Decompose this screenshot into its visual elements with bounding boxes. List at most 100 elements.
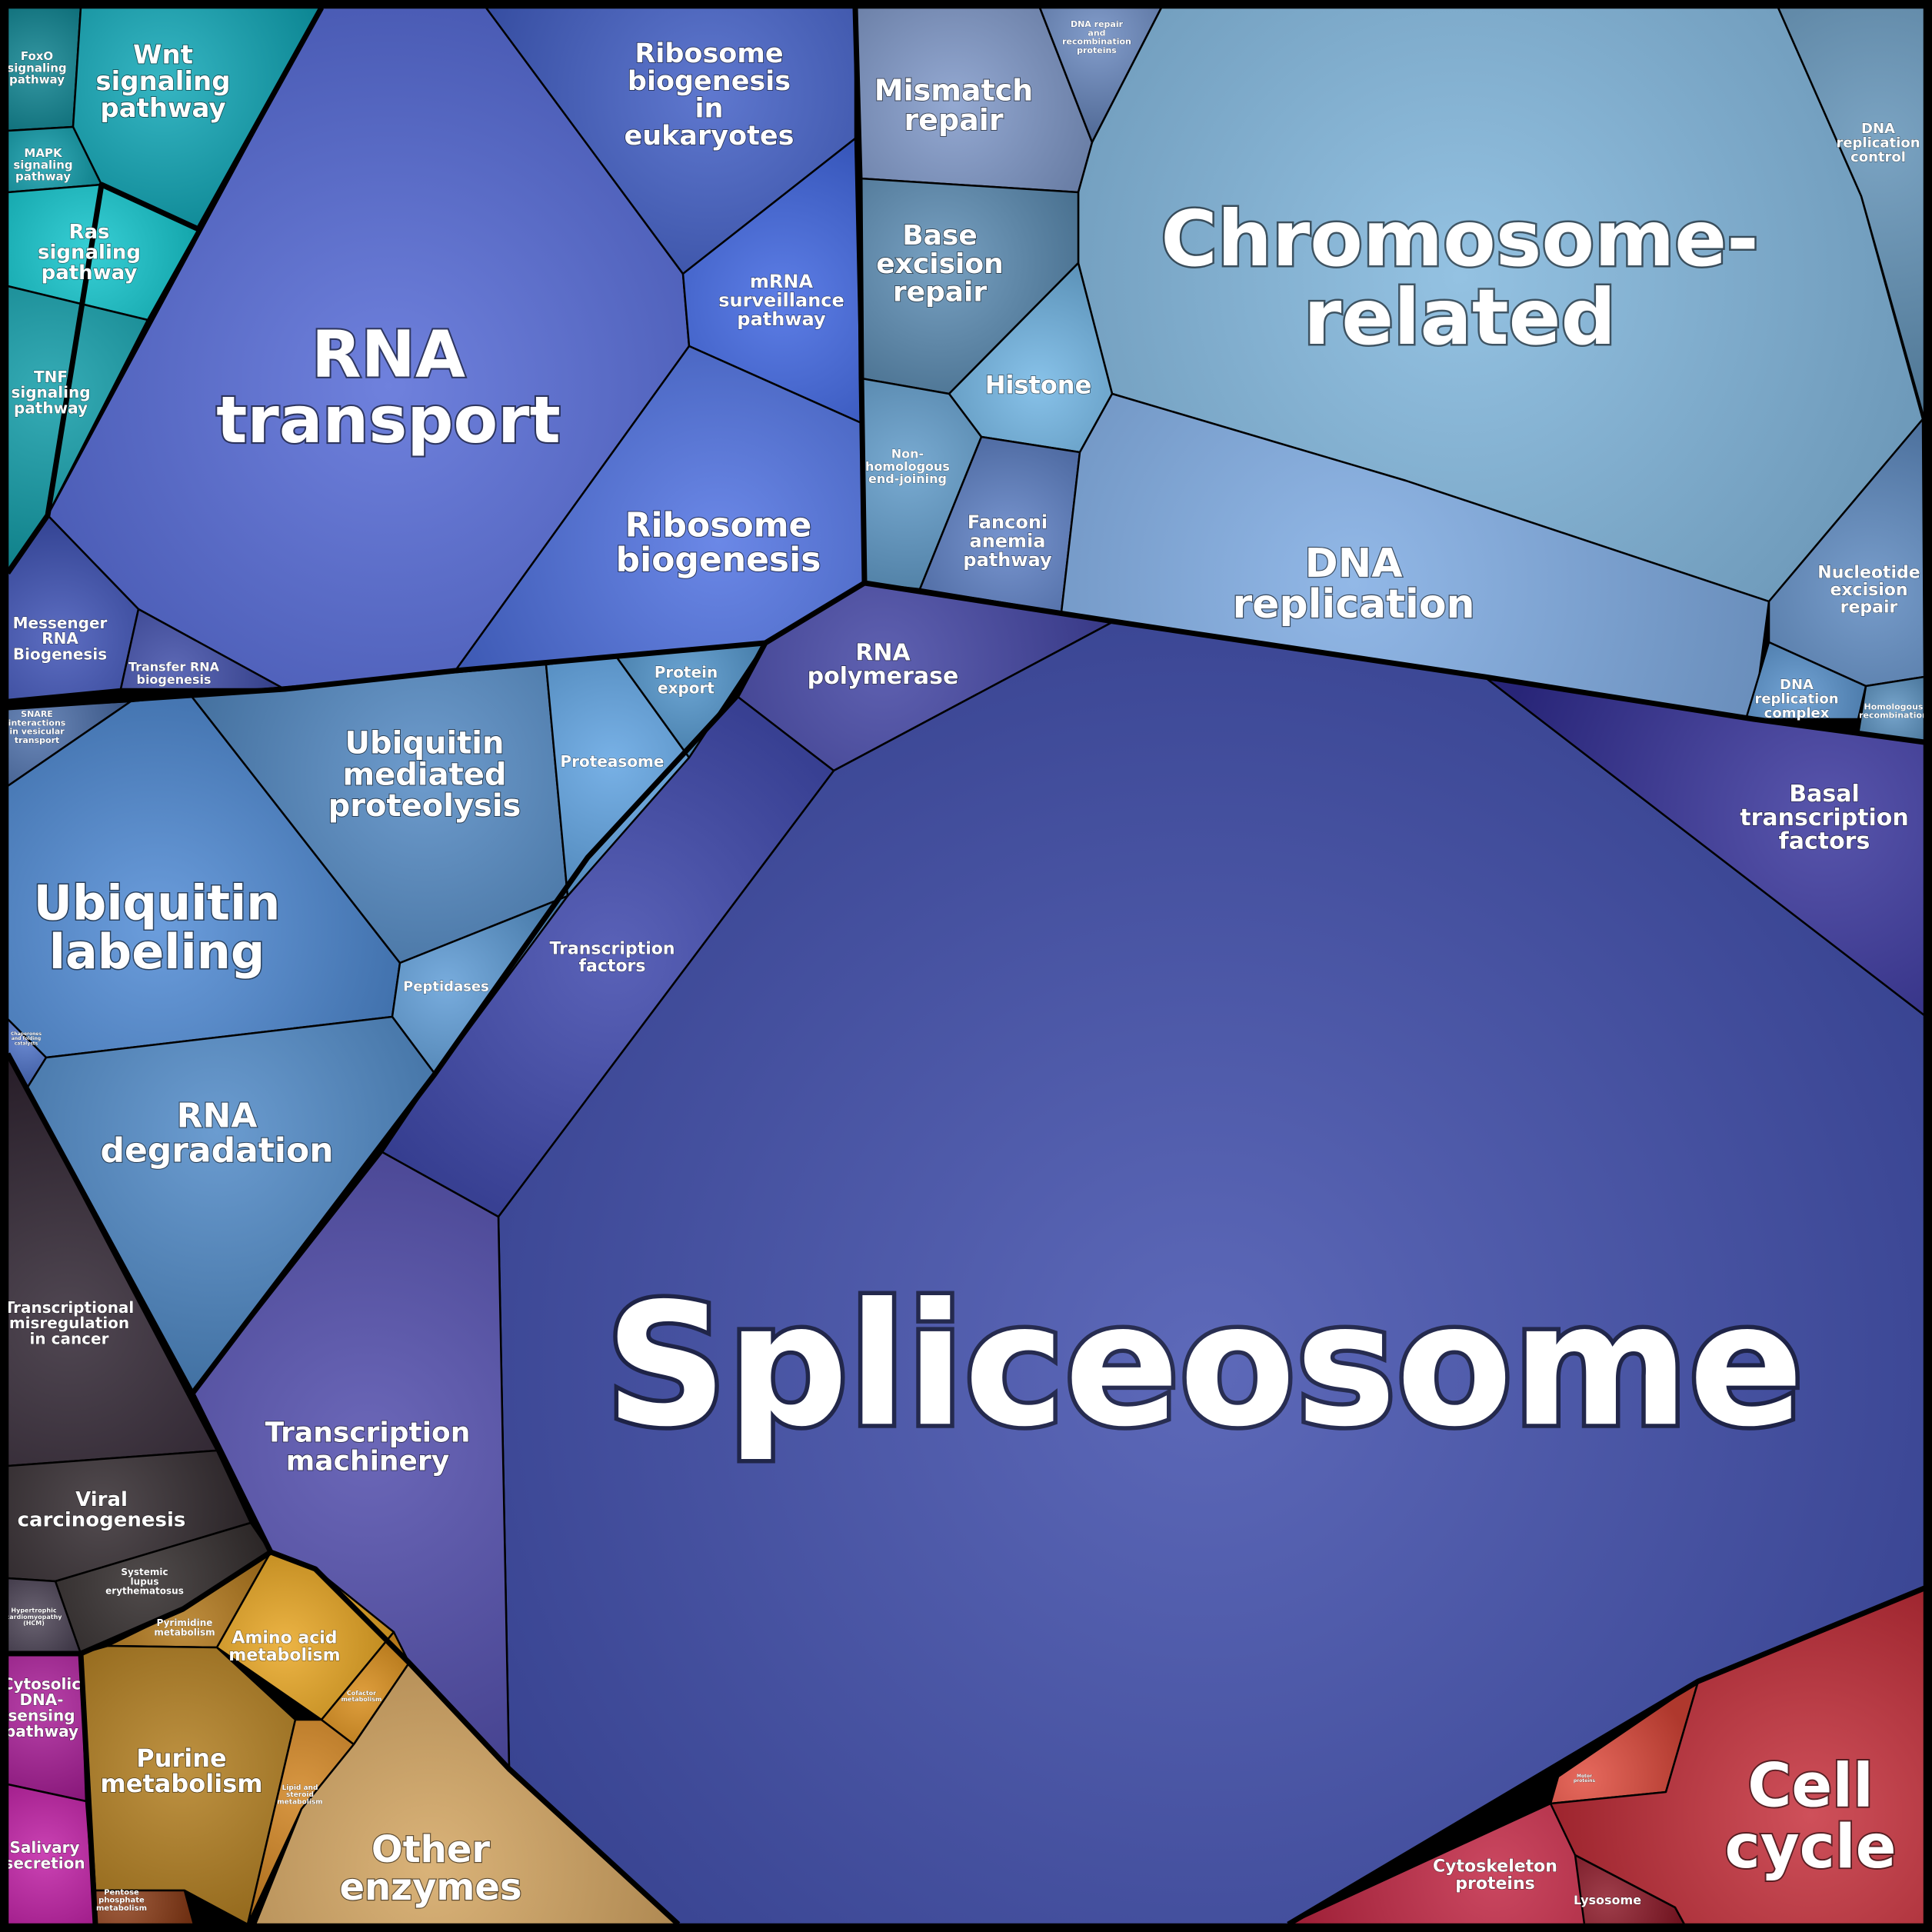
label-line: Chromosome- (1161, 194, 1758, 284)
label-line: polymerase (808, 663, 959, 690)
label-line: Mismatch (874, 73, 1033, 107)
group-border (7, 7, 868, 711)
label-line: Protein (655, 663, 718, 681)
label-line: and (1088, 28, 1105, 38)
label-line: FoxO (21, 49, 53, 63)
label-line: cycle (1725, 1813, 1897, 1882)
label-line: DNA (1861, 121, 1895, 137)
label-spliceosome: Spliceosome (605, 1267, 1804, 1464)
label-line: metabolism (228, 1646, 340, 1665)
label-line: Messenger (13, 614, 108, 632)
label-line: repair (904, 103, 1003, 137)
label-line: pathway (9, 73, 65, 87)
label-line: in vesicular (9, 727, 65, 737)
label-line: Base (902, 220, 978, 251)
label-line: machinery (286, 1445, 449, 1477)
label-line: factors (578, 957, 645, 976)
label-line: signaling (95, 66, 230, 97)
label-line: sensing (8, 1706, 75, 1724)
group-border (5, 6, 325, 575)
label-line: TNF (34, 368, 68, 386)
label-line: factors (1779, 828, 1870, 854)
label-line: eukaryotes (625, 121, 794, 152)
label-line: pathway (15, 170, 71, 184)
label-line: pathway (42, 261, 138, 285)
label-line: proteins (1574, 1778, 1596, 1784)
label-line: RNA (311, 316, 465, 391)
label-line: Lysosome (1574, 1893, 1641, 1907)
label-line: homologous (865, 459, 950, 474)
label-line: Peptidases (403, 978, 489, 994)
cell-layer (6, 6, 1926, 1926)
label-line: DNA- (19, 1690, 63, 1709)
label-line: steroid (286, 1791, 314, 1799)
label-line: Viral (75, 1488, 128, 1511)
label-line: Transcriptional (5, 1298, 135, 1317)
label-line: Fanconi (968, 511, 1048, 533)
label-line: Lipid and (282, 1784, 318, 1792)
label-line: secretion (4, 1854, 85, 1872)
label-chromosome-related: Chromosome-related (1161, 194, 1758, 362)
label-line: complex (1764, 705, 1830, 721)
label-line: in cancer (30, 1330, 109, 1348)
label-line: repair (1840, 598, 1898, 617)
label-line: metabolism (96, 1904, 147, 1913)
group-border-layer (5, 6, 1926, 1927)
label-line: Salivary (9, 1838, 79, 1857)
label-line: proteins (1077, 45, 1117, 55)
label-line: recombination (1859, 711, 1928, 721)
label-line: biogenesis (628, 66, 791, 97)
label-line: transport (216, 382, 560, 458)
label-line: recombination (1062, 37, 1131, 47)
label-peptidases: Peptidases (403, 978, 489, 994)
cell-dna-replication-complex[interactable] (1744, 641, 1867, 721)
label-line: Proteasome (561, 752, 665, 771)
group-border (78, 1653, 98, 1925)
label-line: catalysts (15, 1041, 38, 1046)
label-line: and folding (12, 1036, 41, 1041)
group-border (189, 1392, 681, 1927)
label-line: interactions (8, 718, 66, 728)
label-line: signaling (7, 61, 66, 75)
label-line: Amino acid (232, 1629, 337, 1648)
label-line: transcription (1740, 804, 1909, 831)
cell-transfer-rna-biogenesis[interactable] (119, 608, 286, 691)
label-lysosome: Lysosome (1574, 1893, 1641, 1907)
label-line: Cytoskeleton (1433, 1857, 1557, 1877)
label-line: Homologous (1864, 701, 1924, 711)
label-line: Ubiquitin (345, 726, 505, 761)
label-line: Ubiquitin (34, 875, 281, 931)
label-line: carcinogenesis (18, 1509, 186, 1532)
label-line: Transcription (265, 1417, 471, 1449)
label-line: Histone (985, 371, 1092, 400)
label-line: replication (1836, 135, 1920, 151)
label-line: RNA (42, 629, 78, 648)
